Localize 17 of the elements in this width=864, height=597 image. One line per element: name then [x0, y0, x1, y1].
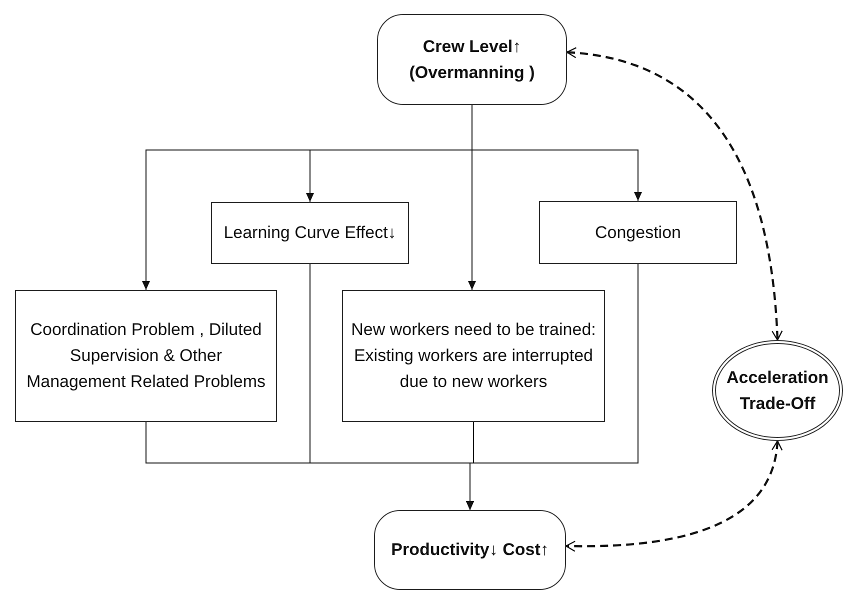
node-label: Acceleration Trade-Off — [725, 366, 830, 414]
terminal-box — [377, 14, 567, 105]
process-box — [539, 201, 737, 264]
node-label: Congestion — [594, 222, 681, 244]
arrow — [472, 104, 642, 202]
process-box — [211, 202, 409, 264]
process-box — [342, 290, 605, 422]
node-label: Coordination Problem , Diluted Supervision & Other Management Related Problems — [25, 319, 267, 393]
node-label: Crew Level↑ (Overmanning ) — [408, 36, 536, 84]
node-label: Learning Curve Effect↓ — [224, 222, 396, 244]
process-box — [15, 290, 277, 422]
arrow — [565, 440, 782, 552]
terminal-box — [374, 510, 566, 590]
node-label: New workers need to be trained: Existing workers are interrupted due to new workers — [351, 319, 596, 393]
arrow — [566, 48, 782, 341]
node-label: Productivity↓ Cost↑ — [391, 539, 549, 561]
arrow — [466, 264, 638, 510]
